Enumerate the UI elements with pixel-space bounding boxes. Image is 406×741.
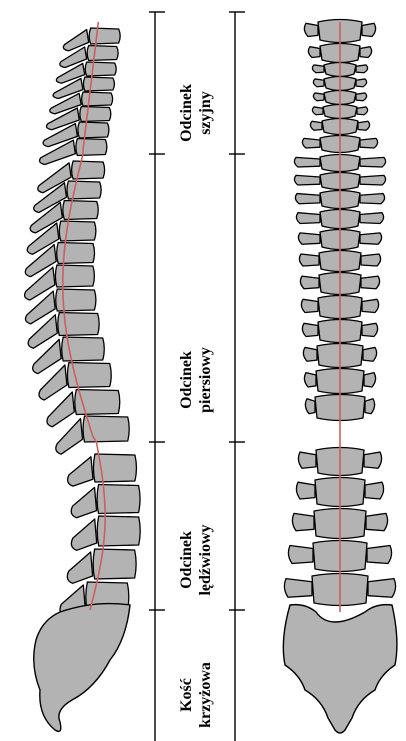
region-label-line2: krzyżowa <box>196 662 215 728</box>
vertebra-spinous-process <box>56 419 83 455</box>
region-label-cervical: Odcinek szyjny <box>177 84 215 142</box>
vertebra-body-side <box>59 221 96 241</box>
vertebra-body-side <box>89 28 120 44</box>
vertebra-body-side <box>82 92 113 106</box>
vertebra-body-side <box>83 77 114 91</box>
vertebra-body-side <box>87 46 118 61</box>
region-label-line2: piersiowy <box>196 347 215 413</box>
region-label-line1: Odcinek <box>177 347 196 413</box>
vertebra-spinous-process <box>47 392 74 427</box>
region-label-line1: Kość <box>177 662 196 728</box>
vertebra-body-side <box>72 161 105 179</box>
vertebra-spinous-process <box>71 487 96 517</box>
vertebra-body-side <box>55 265 94 287</box>
vertebra-body-side <box>85 62 116 76</box>
vertebra-body-side <box>63 201 98 220</box>
vertebra-body-side <box>67 181 101 199</box>
vertebra-body-side <box>78 122 109 138</box>
vertebra-body-side <box>56 289 96 311</box>
vertebra-body-side <box>67 363 111 388</box>
vertebra-spinous-process <box>38 163 71 193</box>
sacrum-front <box>283 605 397 733</box>
region-label-lumbar: Odcinek lędźwiowy <box>177 524 215 595</box>
vertebra-body-side <box>76 139 107 156</box>
region-label-line1: Odcinek <box>177 524 196 595</box>
vertebra-body-side <box>57 243 95 264</box>
region-label-sacral: Kość krzyżowa <box>177 662 215 728</box>
region-label-line1: Odcinek <box>177 84 196 142</box>
vertebra-spinous-process <box>67 552 92 583</box>
region-label-thoracic: Odcinek piersiowy <box>177 347 215 413</box>
spine-side-view <box>25 22 141 731</box>
vertebra-body-side <box>80 107 111 122</box>
region-label-line2: lędźwiowy <box>196 524 215 595</box>
vertebra-spinous-process <box>68 457 93 486</box>
vertebra-body-side <box>93 549 136 579</box>
spine-front-view <box>283 20 397 734</box>
vertebra-spinous-process <box>71 519 96 550</box>
region-label-line2: szyjny <box>196 84 215 142</box>
sacrum-side <box>34 604 130 732</box>
